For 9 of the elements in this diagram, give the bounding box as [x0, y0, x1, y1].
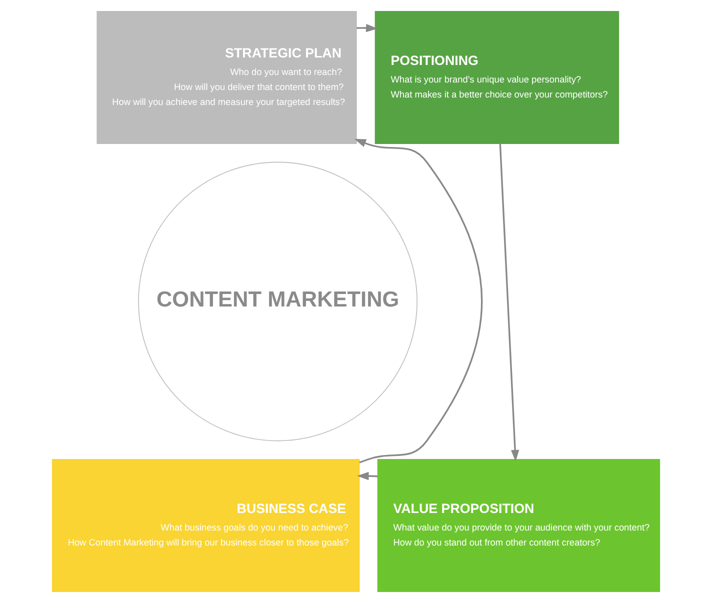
arrow: [354, 138, 482, 464]
node-circle: CONTENT MARKETING: [138, 162, 417, 442]
arrow: [356, 472, 378, 480]
arrow: [498, 144, 519, 462]
arrow: [356, 24, 378, 32]
node-box: VALUE PROPOSITION What value do you provide to your audience with your content? How do you stand out from other content creators?: [376, 458, 660, 592]
node-box: BUSINESS CASE What business goals do you need to achieve? How Content Marketing will bring our business closer to those goals?: [51, 458, 360, 592]
node-box: STRATEGIC PLAN Who do you want to reach? How will you deliver that content to them? How will you achieve and measure your targeted results?: [96, 11, 356, 144]
node-box: POSITIONING What is your brand’s unique value personality? What makes it a better choice over your competitors?: [374, 11, 619, 144]
